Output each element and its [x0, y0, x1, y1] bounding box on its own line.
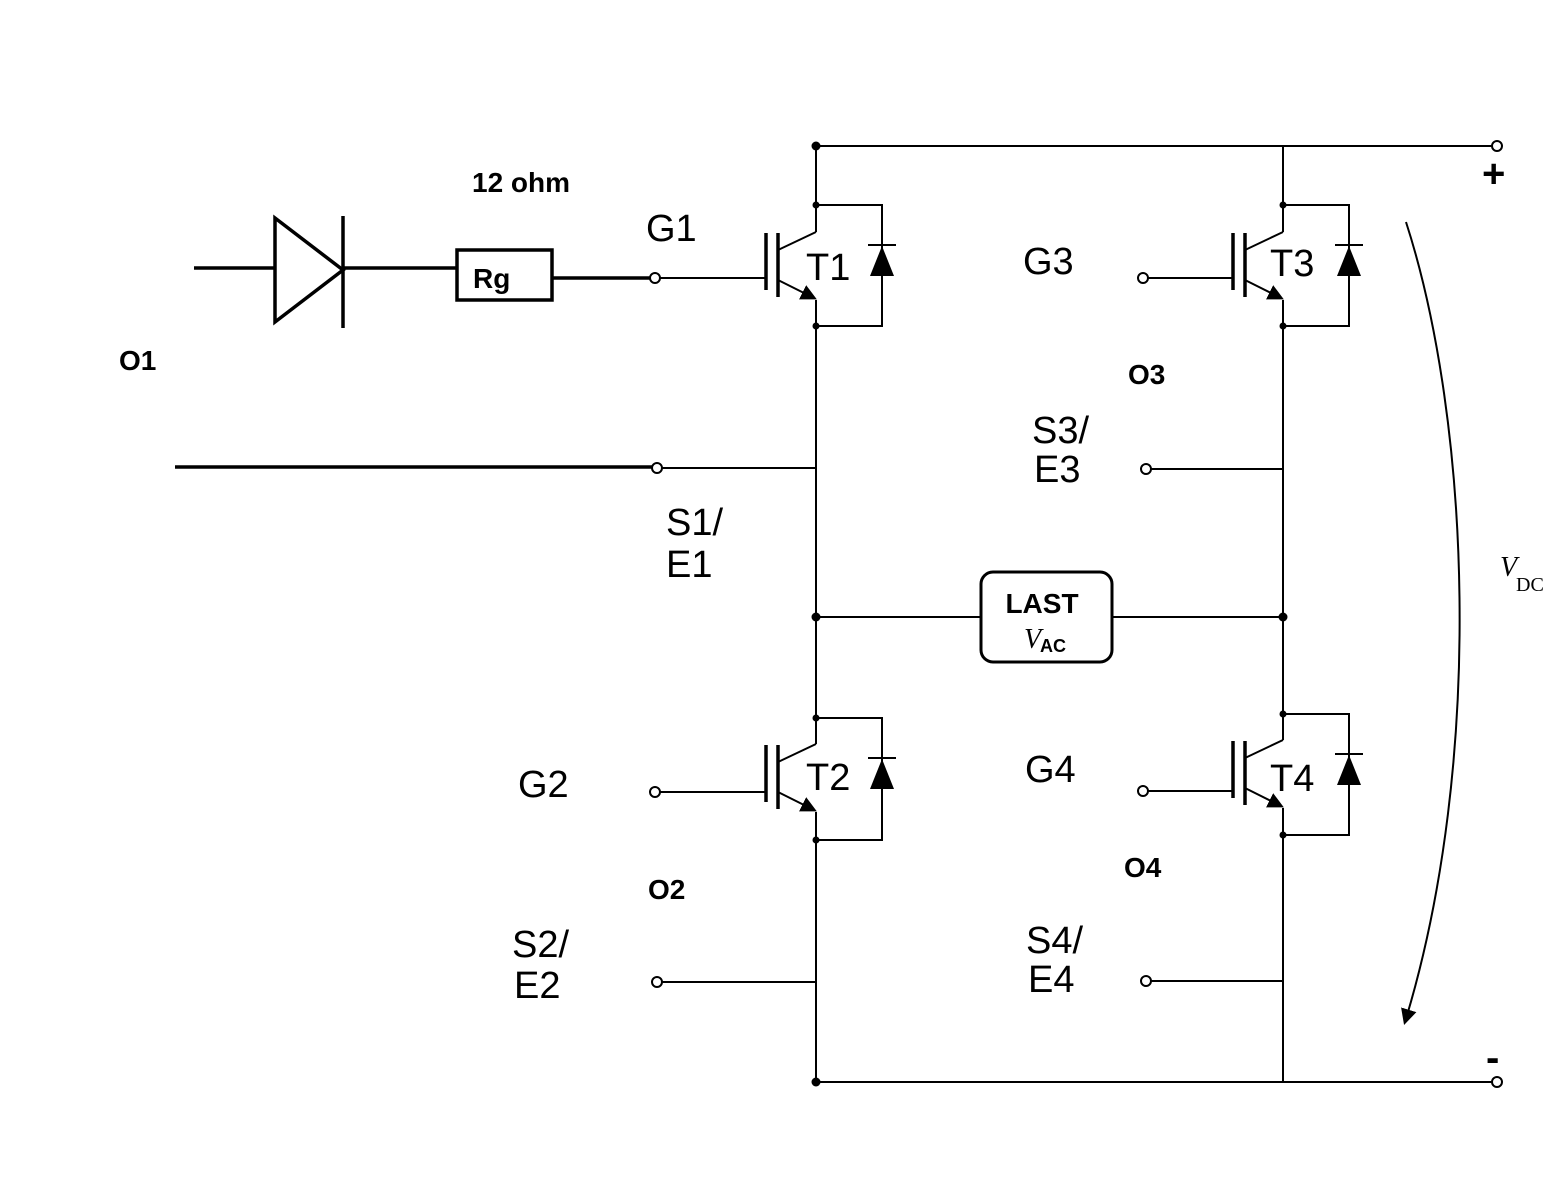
freewheel-diode-t4 — [1337, 755, 1361, 785]
label-t3: T3 — [1270, 243, 1314, 285]
terminal-e3 — [1140, 463, 1152, 475]
emitter-terminals — [657, 467, 1283, 983]
transistor-t2 — [652, 714, 896, 844]
label-e4: E4 — [1028, 959, 1074, 1001]
vac-subscript: AC — [1040, 636, 1066, 656]
gate-diode — [273, 214, 346, 326]
vdc-symbol: V — [1500, 552, 1520, 583]
resistor-label: Rg — [473, 263, 510, 294]
transistor-t1 — [652, 201, 896, 330]
terminal-g4 — [1137, 785, 1149, 797]
label-e2: E2 — [514, 965, 560, 1007]
label-t4: T4 — [1270, 758, 1314, 800]
freewheel-diode-t3 — [1337, 246, 1361, 276]
label-s1: S1/ — [666, 502, 723, 544]
transistor-t4 — [1144, 710, 1363, 839]
terminal-e2 — [651, 976, 663, 988]
gate-resistor — [455, 248, 554, 302]
label-plus: + — [1482, 152, 1505, 196]
freewheel-diode-t1 — [870, 246, 894, 276]
load-box — [979, 570, 1114, 664]
terminal-e1 — [651, 462, 663, 474]
labels: G1 T1 G3 T3 O1 O3 S3/ E3 S1/ E1 G2 T2 G4… — [119, 152, 1544, 1080]
label-s4: S4/ — [1026, 920, 1083, 962]
resistor-value-label: 12 ohm — [472, 167, 570, 198]
label-o2: O2 — [648, 874, 685, 905]
label-o3: O3 — [1128, 359, 1165, 390]
terminal-g3 — [1137, 272, 1149, 284]
label-o1: O1 — [119, 345, 156, 376]
label-o4: O4 — [1124, 852, 1162, 883]
load-block: LAST V AC — [816, 570, 1283, 664]
label-t1: T1 — [806, 247, 850, 289]
vdc-subscript: DC — [1516, 574, 1544, 596]
label-s3: S3/ — [1032, 410, 1089, 452]
right-leg — [1278, 146, 1288, 1082]
transistor-t3 — [1144, 201, 1363, 330]
terminal-e4 — [1140, 975, 1152, 987]
label-t2: T2 — [806, 757, 850, 799]
dc-rails — [811, 140, 1503, 1088]
gate-terminals — [649, 272, 1152, 988]
label-e3: E3 — [1034, 449, 1080, 491]
label-g3: G3 — [1023, 241, 1074, 283]
gate-drive-o1: Rg 12 ohm — [175, 167, 652, 469]
positive-terminal — [1491, 140, 1503, 152]
label-e1: E1 — [666, 544, 712, 586]
label-g4: G4 — [1025, 749, 1076, 791]
label-g1: G1 — [646, 208, 697, 250]
left-leg — [811, 146, 821, 1082]
terminal-g1 — [649, 272, 661, 284]
negative-terminal — [1491, 1076, 1503, 1088]
vdc-arrow — [1401, 221, 1461, 1026]
vac-symbol: V — [1024, 624, 1044, 655]
label-s2: S2/ — [512, 924, 569, 966]
load-label: LAST — [1005, 588, 1078, 619]
label-g2: G2 — [518, 764, 569, 806]
terminal-g2 — [649, 786, 661, 798]
label-minus: - — [1486, 1036, 1499, 1080]
freewheel-diode-t2 — [870, 759, 894, 789]
